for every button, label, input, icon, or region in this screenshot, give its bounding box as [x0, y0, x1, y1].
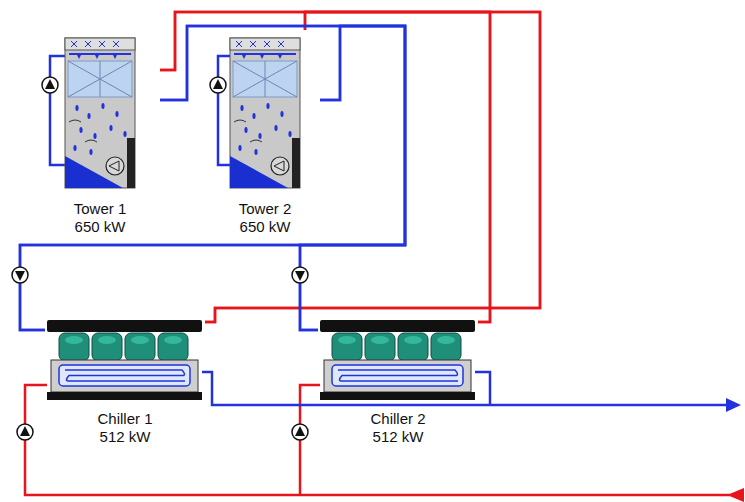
- cooling-tower-box: Tower 2 650 kW: [210, 30, 320, 238]
- pump-symbol: [17, 424, 33, 440]
- tower-loop: [50, 56, 65, 165]
- return-pipe: [25, 385, 730, 495]
- cooling-tower: [230, 38, 300, 188]
- condenser-warm-pipe: [160, 12, 540, 322]
- chiller-unit: [47, 320, 202, 400]
- equipment-label: Chiller 2 512 kW: [358, 410, 438, 446]
- pump-symbol: [210, 77, 226, 93]
- cooling-tower-box: Tower 1 650 kW: [40, 30, 160, 238]
- pump-symbol: [42, 77, 58, 93]
- equipment-label: Tower 1 650 kW: [60, 200, 140, 236]
- chiller-unit: [320, 320, 475, 400]
- condenser-warm-pipe: [205, 12, 540, 322]
- chiller-box: Chiller 1 512 kW: [45, 318, 205, 448]
- return-arrow: [727, 488, 744, 502]
- cooling-tower: [65, 38, 135, 188]
- chiller-box: Chiller 2 512 kW: [318, 318, 478, 448]
- tower-loop: [218, 56, 230, 165]
- equipment-label: Chiller 1 512 kW: [85, 410, 165, 446]
- supply-pipe: [475, 372, 490, 405]
- condenser-warm-pipe: [305, 12, 490, 322]
- condenser-cool-pipe: [20, 26, 405, 330]
- condenser-cool-pipe: [20, 26, 405, 330]
- condenser-cool-pipe: [300, 26, 405, 330]
- condenser-cool-pipe: [160, 26, 405, 330]
- condenser-warm-pipe: [160, 12, 490, 322]
- pump-symbol: [292, 424, 308, 440]
- supply-arrow: [726, 398, 741, 412]
- equipment-label: Tower 2 650 kW: [225, 200, 305, 236]
- pump-symbol: [12, 267, 28, 283]
- pump-symbol: [292, 267, 308, 283]
